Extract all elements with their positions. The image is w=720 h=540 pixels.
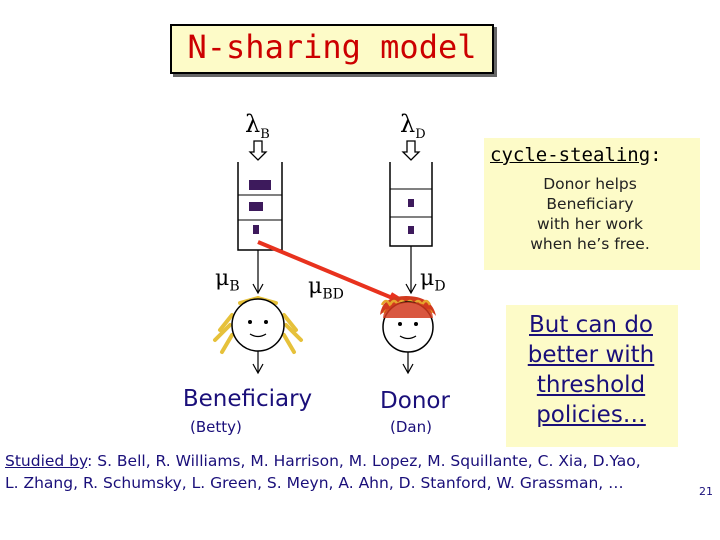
cycle-stealing-description: Donor helps Beneficiary with her work wh… <box>530 175 650 253</box>
mu-bd-label: μBD <box>308 274 344 303</box>
threshold-callout <box>506 305 678 447</box>
beneficiary-label: Beneficiary <box>182 386 313 412</box>
betty-face <box>213 296 303 375</box>
job-1 <box>249 180 271 190</box>
arrival-arrow-d <box>401 140 421 161</box>
donor-label: Donor <box>380 388 450 414</box>
job-donor-1 <box>408 199 414 207</box>
beneficiary-queue <box>237 162 283 251</box>
lambda-b-label: λB <box>245 110 270 142</box>
title-box: N-sharing model <box>170 24 494 74</box>
lambda-d-label: λD <box>400 110 426 142</box>
slide-number: 21 <box>699 485 713 498</box>
studied-by: Studied by: S. Bell, R. Williams, M. Har… <box>5 452 641 492</box>
cycle-stealing-title: cycle-stealing: <box>490 144 662 166</box>
donor-name: (Dan) <box>390 418 432 436</box>
donor-queue <box>389 162 433 247</box>
job-3 <box>253 225 259 234</box>
job-2 <box>249 202 263 211</box>
dan-face <box>380 296 436 375</box>
mu-d-label: μD <box>420 266 446 295</box>
job-donor-2 <box>408 226 414 234</box>
arrival-arrow-b <box>248 140 268 161</box>
mu-b-label: μB <box>215 266 240 295</box>
cycle-stealing-callout <box>484 138 700 270</box>
threshold-note: But can do better with threshold policie… <box>527 312 655 428</box>
slide-title: N-sharing model <box>187 28 477 66</box>
beneficiary-name: (Betty) <box>190 418 242 436</box>
